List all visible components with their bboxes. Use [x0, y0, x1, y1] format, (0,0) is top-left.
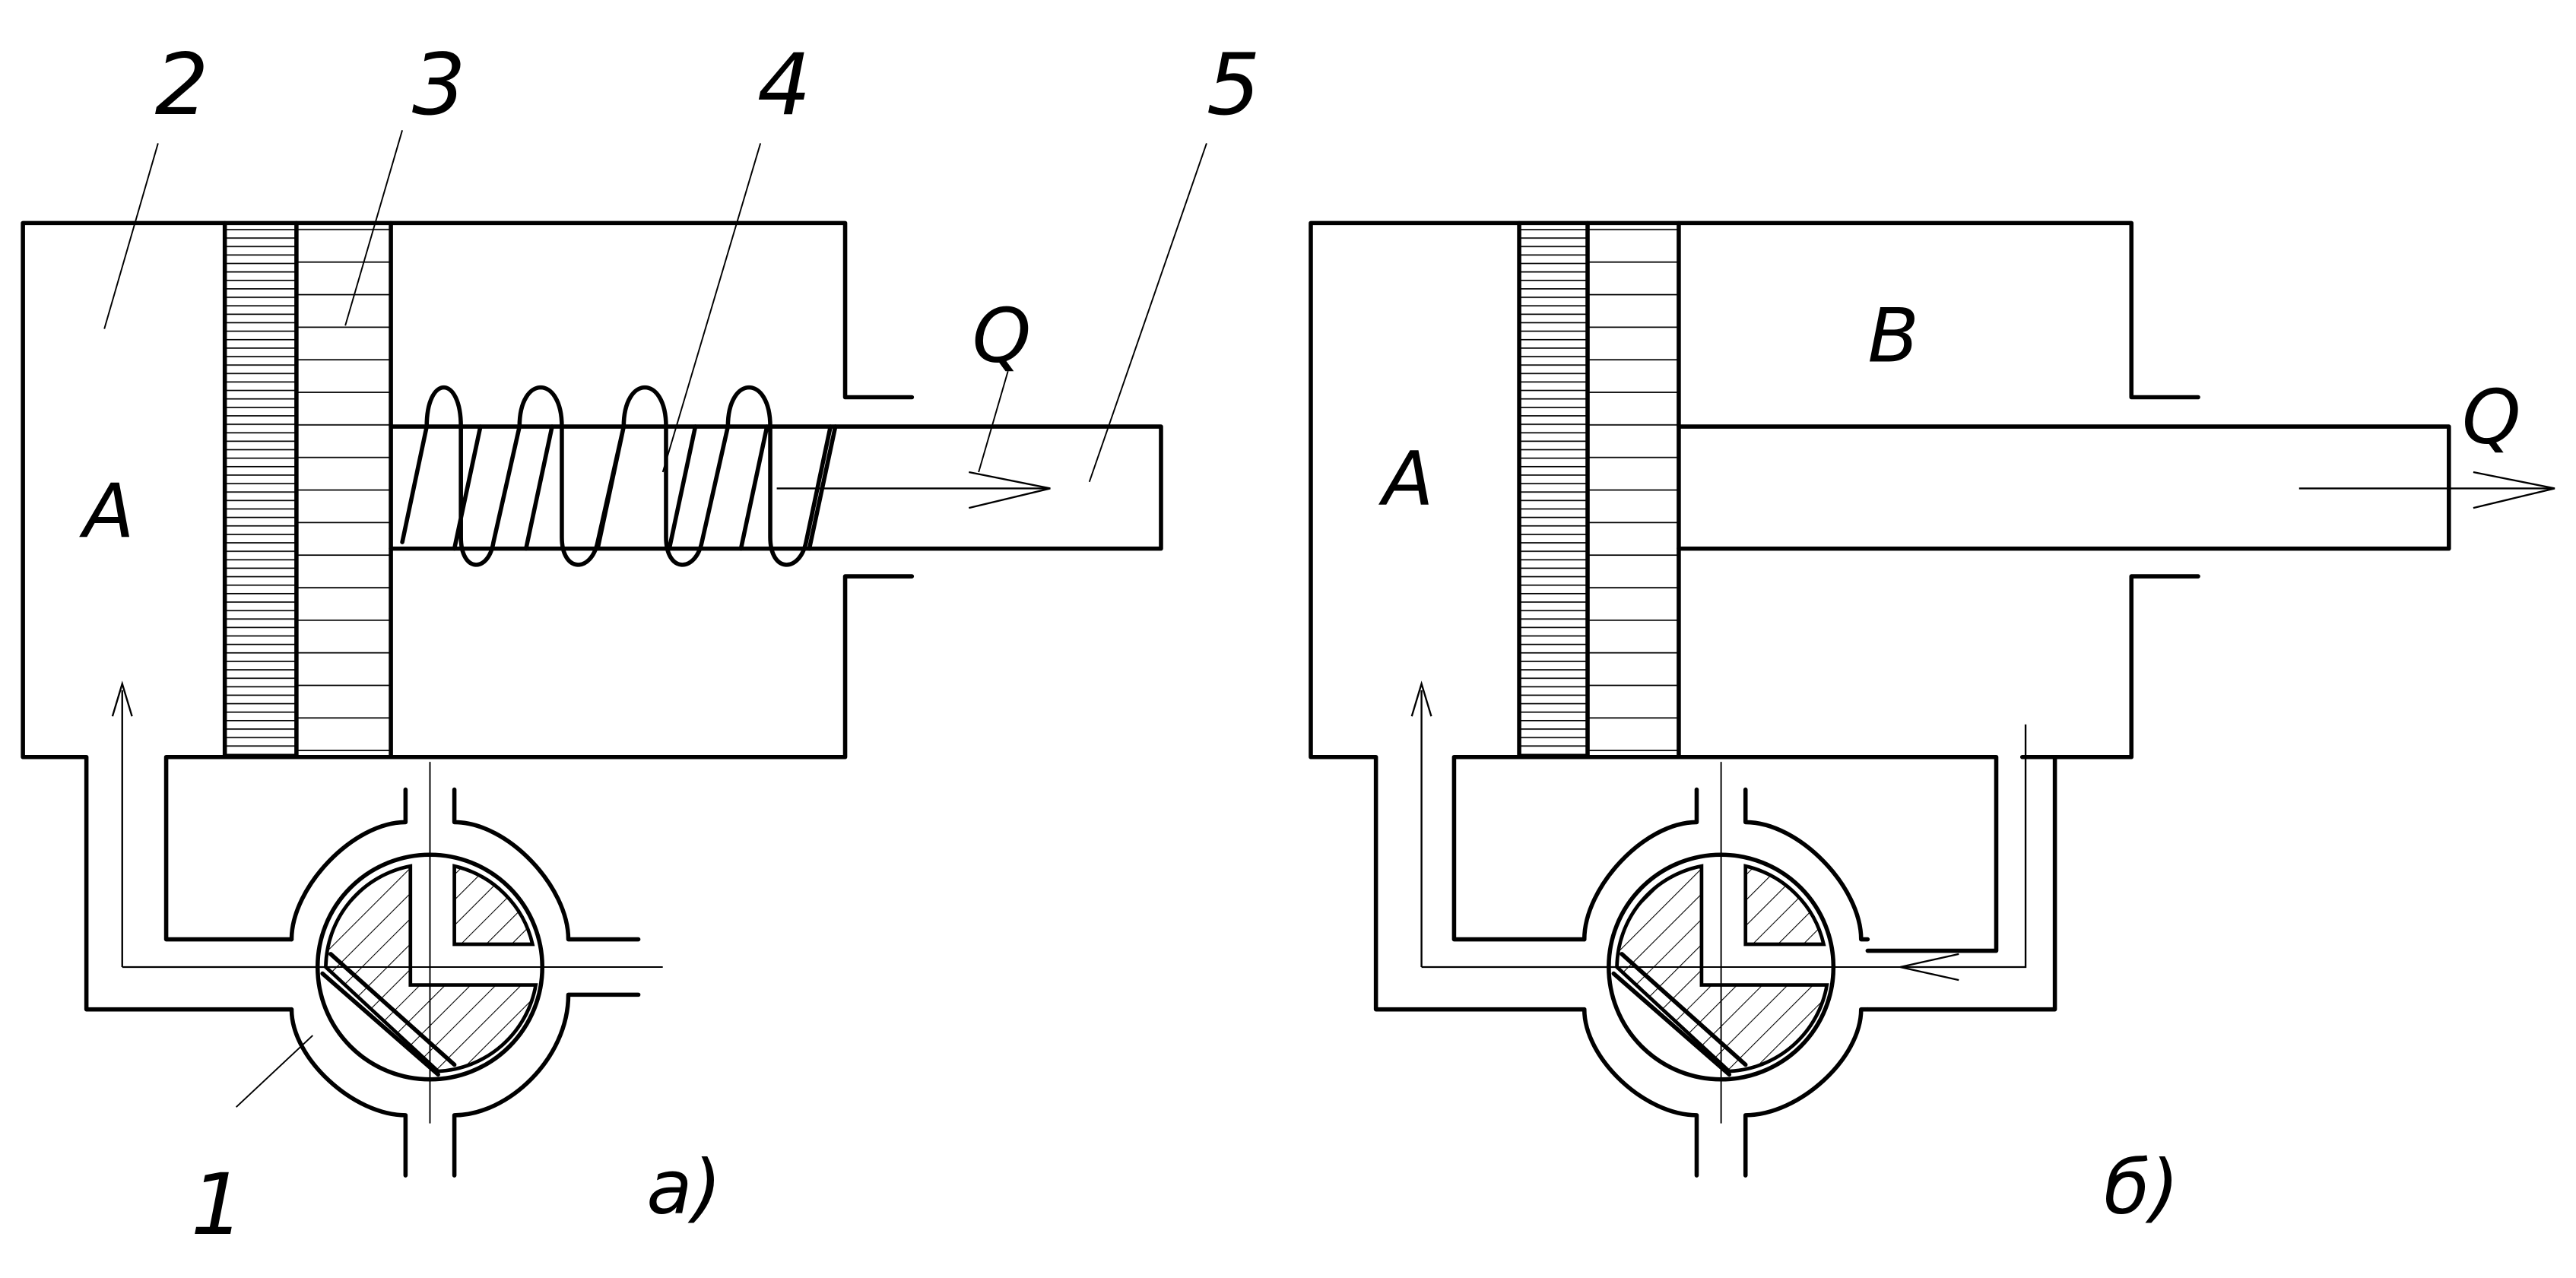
- chamber-a-label: A: [1378, 436, 1433, 523]
- chamber-b-label: B: [1867, 293, 1919, 379]
- callout-1: 1: [191, 1156, 245, 1254]
- panel-a-caption: a): [646, 1144, 722, 1231]
- leader-lines: [103, 130, 1207, 1108]
- panel-b-caption: б): [2104, 1144, 2179, 1231]
- flow-path-arrow: [1410, 680, 1627, 969]
- cylinder-body: [1309, 220, 2200, 1012]
- panel-a-diagram: A Q a) 1 2 3 4 5: [21, 36, 1261, 1254]
- piston: [1517, 220, 1681, 760]
- piston-rod: [389, 424, 1163, 551]
- rod-flow-arrow: [2298, 471, 2555, 509]
- valve-rotor: [320, 864, 538, 1077]
- callout-2: 2: [155, 36, 209, 135]
- callout-5: 5: [1207, 36, 1261, 135]
- callout-3: 3: [412, 36, 466, 135]
- panel-b-diagram: A B Q б): [1309, 220, 2555, 1231]
- flow-q-label: Q: [2462, 374, 2521, 461]
- return-flow-arrow: [1899, 724, 2027, 981]
- spring: [400, 385, 838, 567]
- cylinder-body: [21, 220, 915, 1012]
- valve-rotor: [1611, 864, 1829, 1077]
- piston: [222, 220, 393, 760]
- flow-q-label: Q: [972, 293, 1032, 379]
- chamber-a-label: A: [78, 469, 134, 556]
- rod-flow-arrow: [776, 471, 1051, 509]
- flow-path-arrow: [111, 680, 338, 969]
- callout-4: 4: [757, 36, 811, 135]
